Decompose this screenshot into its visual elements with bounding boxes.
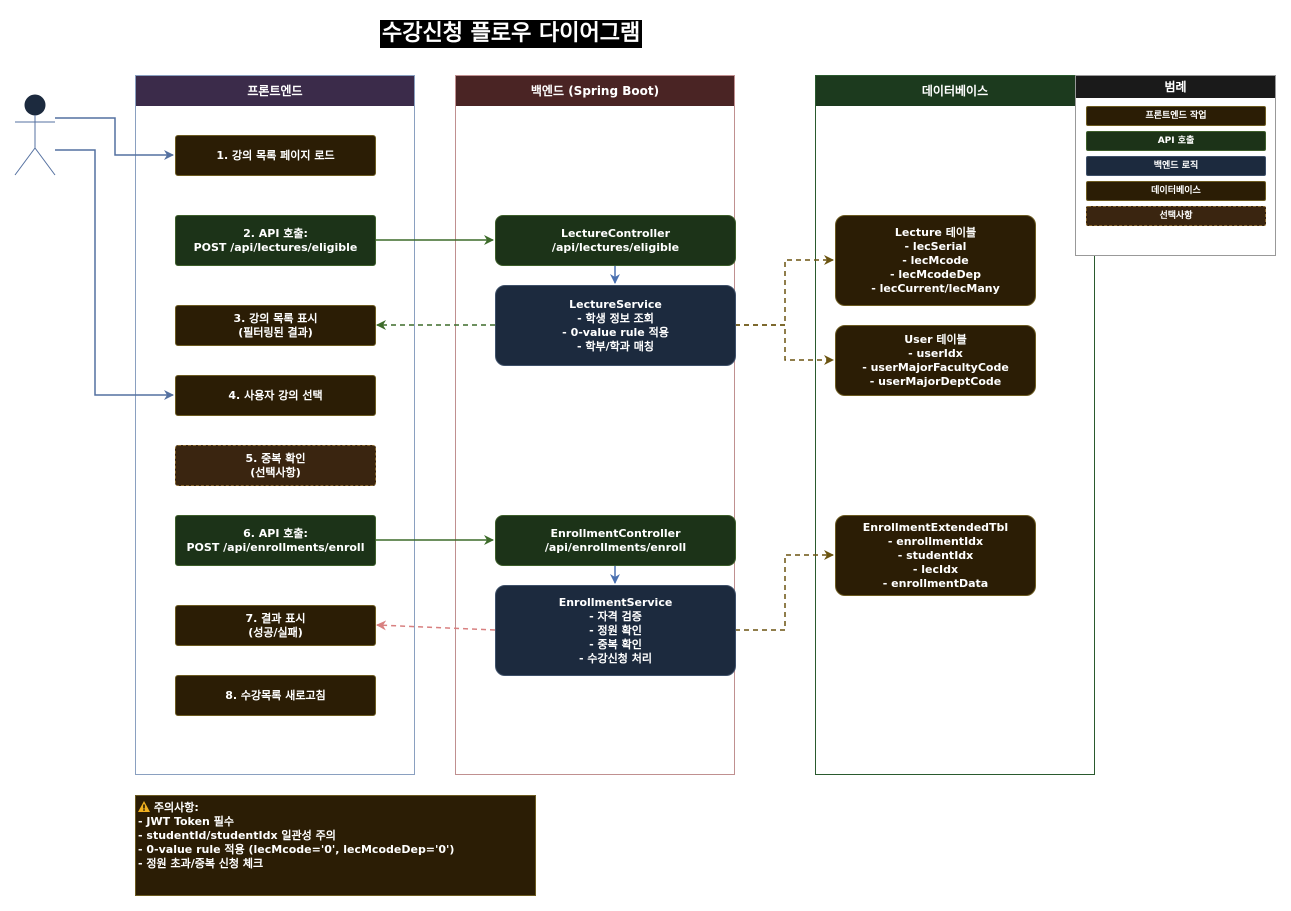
diagram-title: 수강신청 플로우 다이어그램 <box>380 20 643 48</box>
frontend-step-6: 6. API 호출: POST /api/enrollments/enroll <box>175 515 376 566</box>
note-line: - 정원 초과/중복 신청 체크 <box>138 857 264 870</box>
table-title: EnrollmentExtendedTbl <box>862 520 1009 534</box>
node-title: EnrollmentService <box>558 595 673 609</box>
enrollment-table-node: EnrollmentExtendedTbl - enrollmentIdx - … <box>835 515 1036 596</box>
node-line: - 0-value rule 적용 <box>562 325 669 339</box>
step-label: 5. 중복 확인 <box>245 451 306 465</box>
table-field: - userMajorFacultyCode <box>862 360 1009 374</box>
step-label: 7. 결과 표시 <box>245 611 306 625</box>
enrollment-service-node: EnrollmentService - 자격 검증 - 정원 확인 - 중복 확… <box>495 585 736 676</box>
note-line: - studentId/studentIdx 일관성 주의 <box>138 829 336 842</box>
node-line: - 정원 확인 <box>589 623 642 637</box>
legend-item-frontend: 프론트엔드 작업 <box>1086 106 1266 126</box>
lane-database-header: 데이터베이스 <box>816 76 1094 106</box>
node-line: /api/lectures/eligible <box>551 240 680 254</box>
frontend-step-8: 8. 수강목록 새로고침 <box>175 675 376 716</box>
step-detail: (선택사항) <box>250 465 301 479</box>
table-field: - userMajorDeptCode <box>869 374 1002 388</box>
frontend-step-2: 2. API 호출: POST /api/lectures/eligible <box>175 215 376 266</box>
table-field: - lecIdx <box>912 562 959 576</box>
table-field: - lecMcode <box>902 253 969 267</box>
node-line: - 자격 검증 <box>589 609 642 623</box>
user-table-node: User 테이블 - userIdx - userMajorFacultyCod… <box>835 325 1036 396</box>
step-label: 2. API 호출: <box>243 226 308 240</box>
node-title: EnrollmentController <box>550 526 681 540</box>
legend-item-backend: 백엔드 로직 <box>1086 156 1266 176</box>
caution-note: 주의사항: - JWT Token 필수 - studentId/student… <box>135 795 536 896</box>
table-field: - lecCurrent/lecMany <box>871 281 1000 295</box>
legend: 범례 프론트엔드 작업 API 호출 백엔드 로직 데이터베이스 선택사항 <box>1075 75 1276 256</box>
table-title: Lecture 테이블 <box>894 225 977 239</box>
step-label: 8. 수강목록 새로고침 <box>225 688 326 702</box>
table-field: - enrollmentData <box>882 576 989 590</box>
node-line: - 중복 확인 <box>589 637 642 651</box>
step-label: 3. 강의 목록 표시 <box>233 311 318 325</box>
step-detail: POST /api/lectures/eligible <box>193 240 358 254</box>
lane-frontend: 프론트엔드 <box>135 75 415 775</box>
table-field: - userIdx <box>908 346 963 360</box>
warning-icon <box>138 801 150 812</box>
step-label: 6. API 호출: <box>243 526 308 540</box>
node-line: - 학생 정보 조회 <box>577 311 654 325</box>
table-field: - lecMcodeDep <box>890 267 981 281</box>
lane-backend-header: 백엔드 (Spring Boot) <box>456 76 734 106</box>
lecture-service-node: LectureService - 학생 정보 조회 - 0-value rule… <box>495 285 736 366</box>
lecture-table-node: Lecture 테이블 - lecSerial - lecMcode - lec… <box>835 215 1036 306</box>
note-heading-text: 주의사항: <box>153 801 199 814</box>
table-field: - enrollmentIdx <box>887 534 984 548</box>
frontend-step-5: 5. 중복 확인 (선택사항) <box>175 445 376 486</box>
node-line: /api/enrollments/enroll <box>544 540 687 554</box>
step-label: 4. 사용자 강의 선택 <box>228 388 323 402</box>
step-detail: POST /api/enrollments/enroll <box>186 540 365 554</box>
note-heading: 주의사항: <box>138 801 533 815</box>
node-line: - 수강신청 처리 <box>579 651 652 665</box>
legend-item-api: API 호출 <box>1086 131 1266 151</box>
frontend-step-4: 4. 사용자 강의 선택 <box>175 375 376 416</box>
legend-title: 범례 <box>1076 76 1275 98</box>
legend-item-optional: 선택사항 <box>1086 206 1266 226</box>
note-line: - JWT Token 필수 <box>138 815 234 828</box>
lecture-controller-node: LectureController /api/lectures/eligible <box>495 215 736 266</box>
node-line: - 학부/학과 매칭 <box>577 339 654 353</box>
table-field: - studentIdx <box>897 548 974 562</box>
table-title: User 테이블 <box>904 332 967 346</box>
node-title: LectureService <box>569 297 662 311</box>
lane-frontend-header: 프론트엔드 <box>136 76 414 106</box>
table-field: - lecSerial <box>904 239 967 253</box>
enrollment-controller-node: EnrollmentController /api/enrollments/en… <box>495 515 736 566</box>
step-label: 1. 강의 목록 페이지 로드 <box>216 148 335 162</box>
step-detail: (필터링된 결과) <box>238 325 313 339</box>
frontend-step-3: 3. 강의 목록 표시 (필터링된 결과) <box>175 305 376 346</box>
user-actor-icon <box>14 94 56 176</box>
frontend-step-1: 1. 강의 목록 페이지 로드 <box>175 135 376 176</box>
note-line: - 0-value rule 적용 (lecMcode='0', lecMcod… <box>138 843 455 856</box>
step-detail: (성공/실패) <box>248 625 303 639</box>
lane-database: 데이터베이스 <box>815 75 1095 775</box>
node-title: LectureController <box>560 226 671 240</box>
legend-item-database: 데이터베이스 <box>1086 181 1266 201</box>
frontend-step-7: 7. 결과 표시 (성공/실패) <box>175 605 376 646</box>
